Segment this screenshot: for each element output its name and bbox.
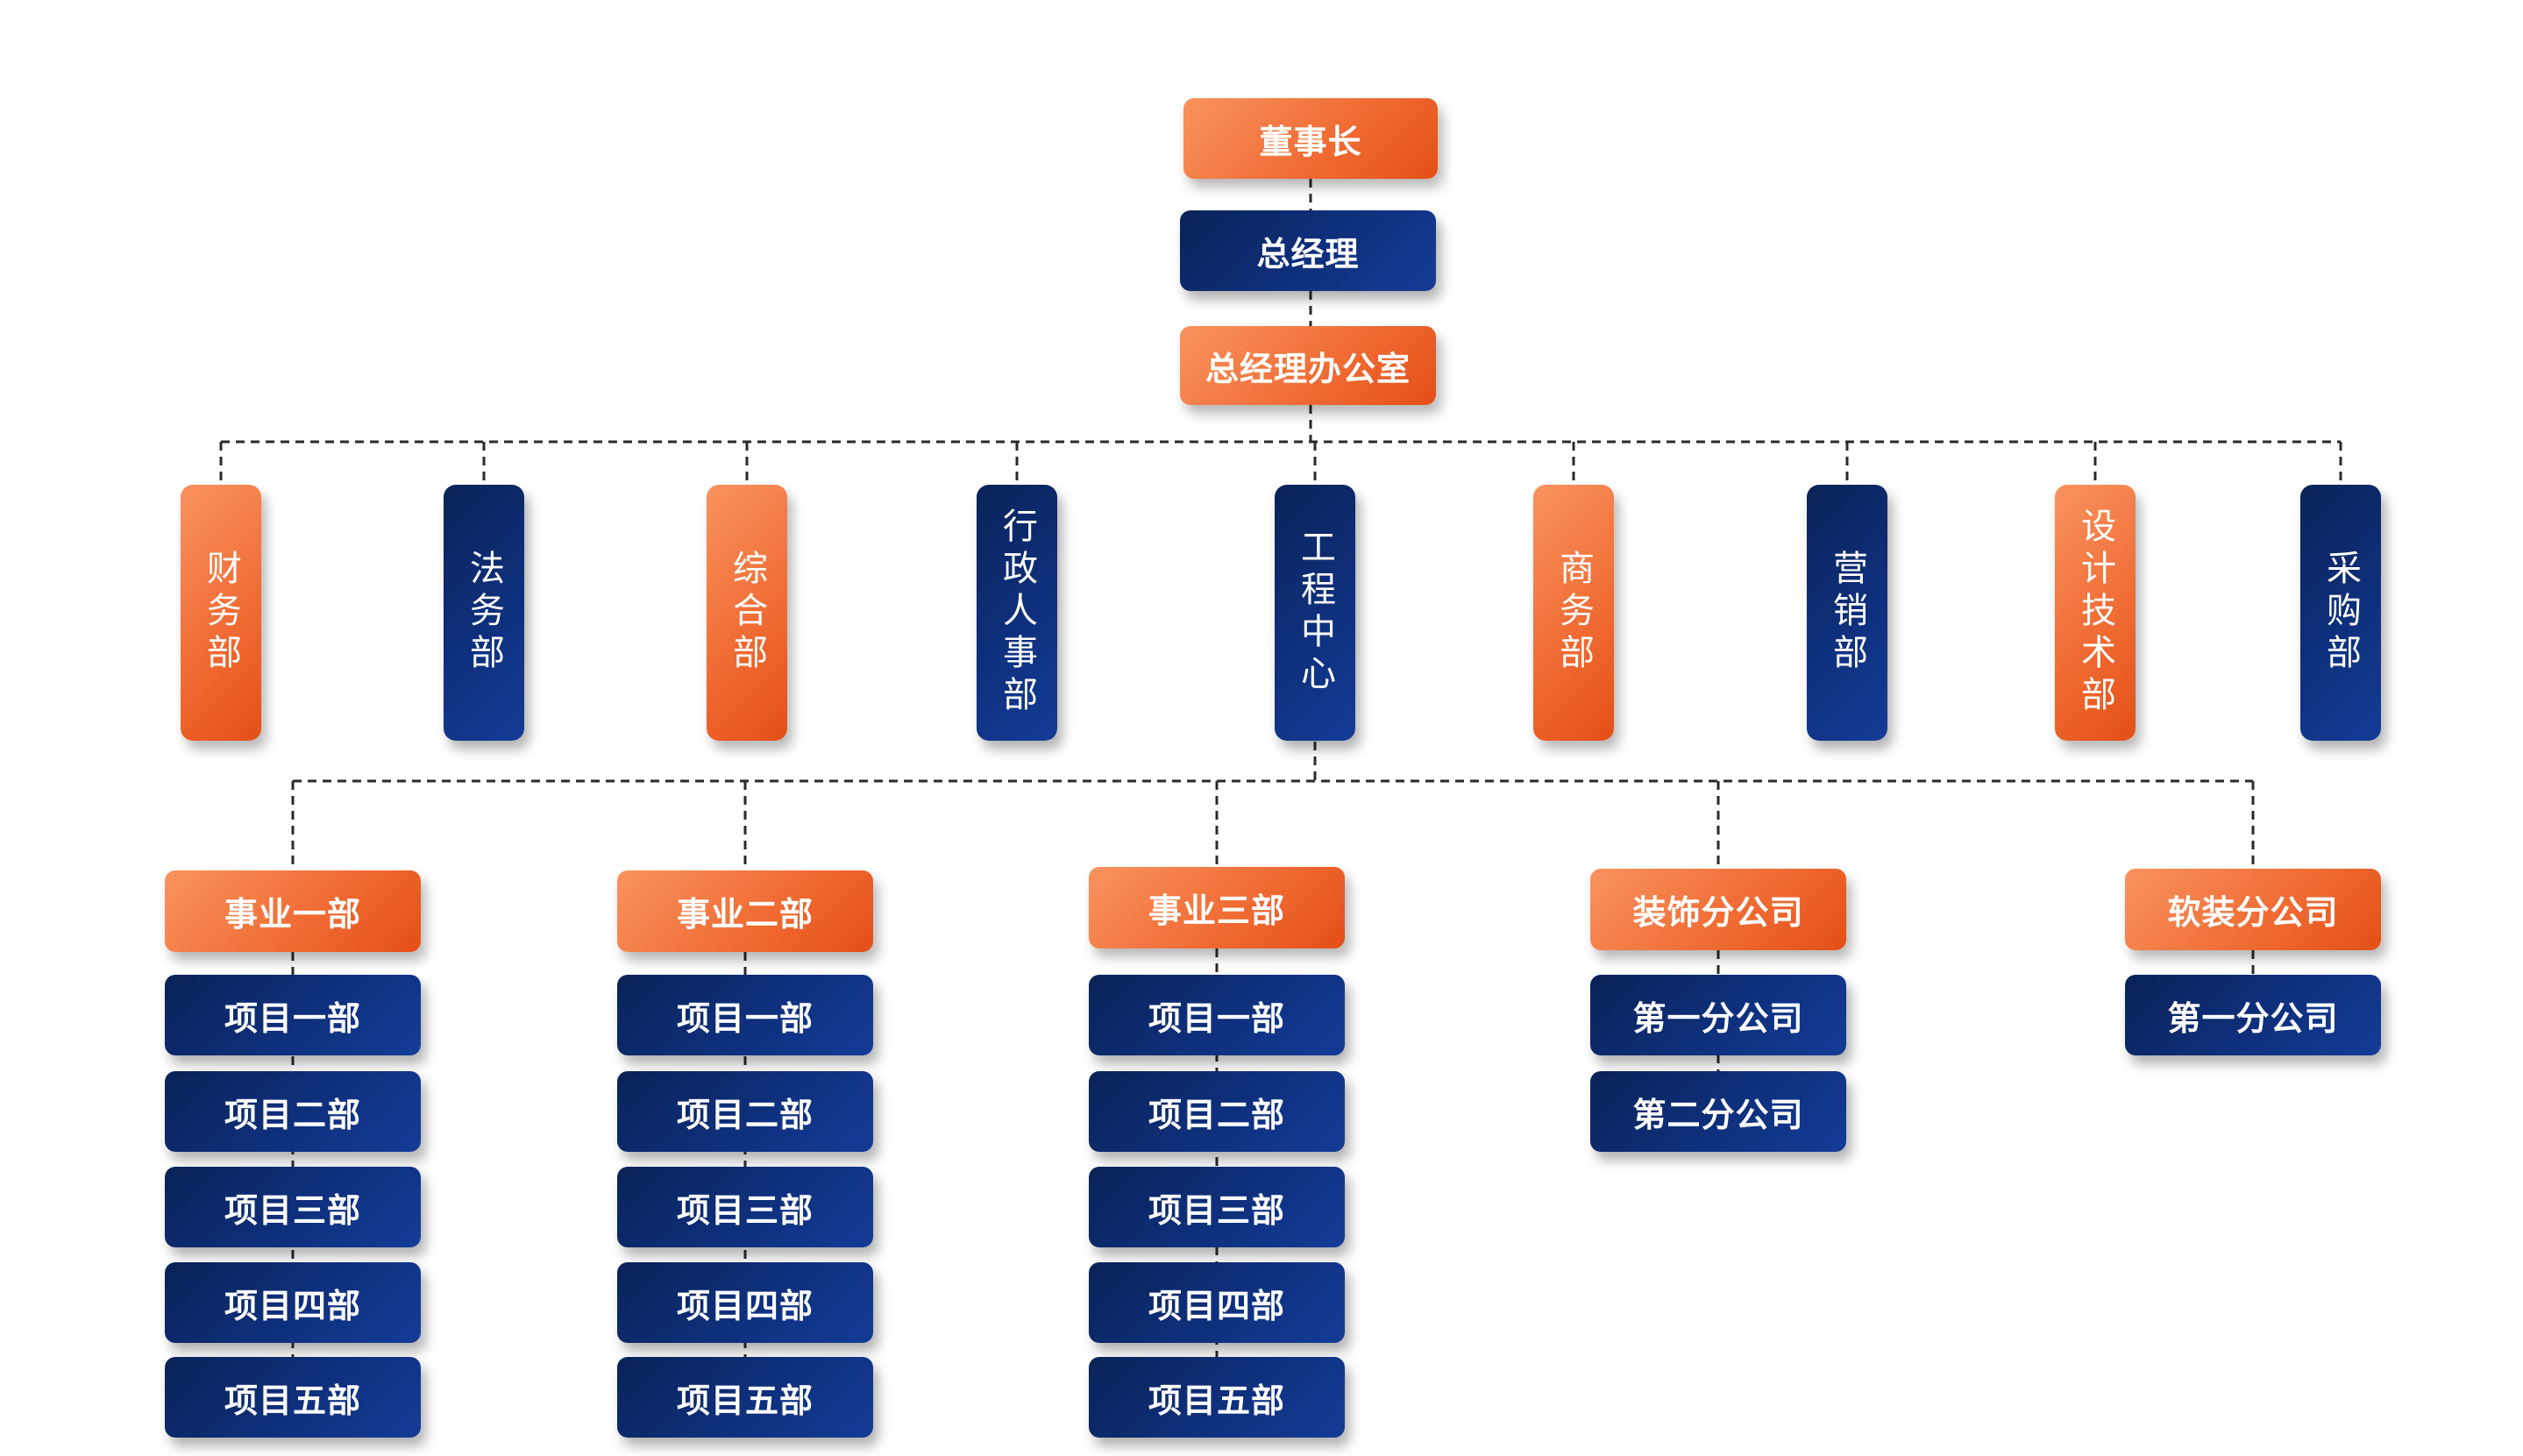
division-2-unit-3: 项目三部 (617, 1167, 873, 1247)
dept-finance: 财务部 (181, 485, 261, 741)
division-1-unit-4: 项目四部 (165, 1262, 421, 1343)
division-3-unit-2: 项目二部 (1089, 1071, 1345, 1152)
dept-admin-hr: 行政人事部 (977, 485, 1057, 741)
division-3-unit-5: 项目五部 (1089, 1357, 1345, 1438)
division-5-unit-1: 第一分公司 (2125, 975, 2381, 1055)
general-manager-box: 总经理 (1180, 210, 1436, 291)
dept-design-tech: 设计技术部 (2055, 485, 2136, 741)
division-3-unit-4: 项目四部 (1089, 1262, 1345, 1343)
division-4-box: 装饰分公司 (1590, 869, 1846, 950)
division-1-unit-1: 项目一部 (165, 975, 421, 1055)
division-1-unit-5: 项目五部 (165, 1357, 421, 1438)
division-2-unit-2: 项目二部 (617, 1071, 873, 1152)
dept-legal: 法务部 (444, 485, 524, 741)
division-2-box: 事业二部 (617, 870, 873, 952)
dept-engineering-center: 工程中心 (1275, 485, 1355, 741)
division-2-unit-4: 项目四部 (617, 1262, 873, 1343)
division-3-box: 事业三部 (1089, 867, 1345, 948)
chairman-box: 董事长 (1183, 98, 1438, 179)
division-1-unit-3: 项目三部 (165, 1167, 421, 1247)
division-1-unit-2: 项目二部 (165, 1071, 421, 1152)
gm-office-box: 总经理办公室 (1180, 326, 1436, 405)
dept-marketing: 营销部 (1807, 485, 1887, 741)
dept-business: 商务部 (1533, 485, 1614, 741)
division-4-unit-1: 第一分公司 (1590, 975, 1846, 1055)
division-3-unit-1: 项目一部 (1089, 975, 1345, 1055)
division-3-unit-3: 项目三部 (1089, 1167, 1345, 1247)
division-5-box: 软装分公司 (2125, 869, 2381, 950)
division-4-unit-2: 第二分公司 (1590, 1071, 1846, 1152)
division-2-unit-1: 项目一部 (617, 975, 873, 1055)
division-2-unit-5: 项目五部 (617, 1357, 873, 1438)
dept-procurement: 采购部 (2300, 485, 2381, 741)
division-1-box: 事业一部 (165, 870, 421, 952)
dept-general-affairs: 综合部 (707, 485, 787, 741)
